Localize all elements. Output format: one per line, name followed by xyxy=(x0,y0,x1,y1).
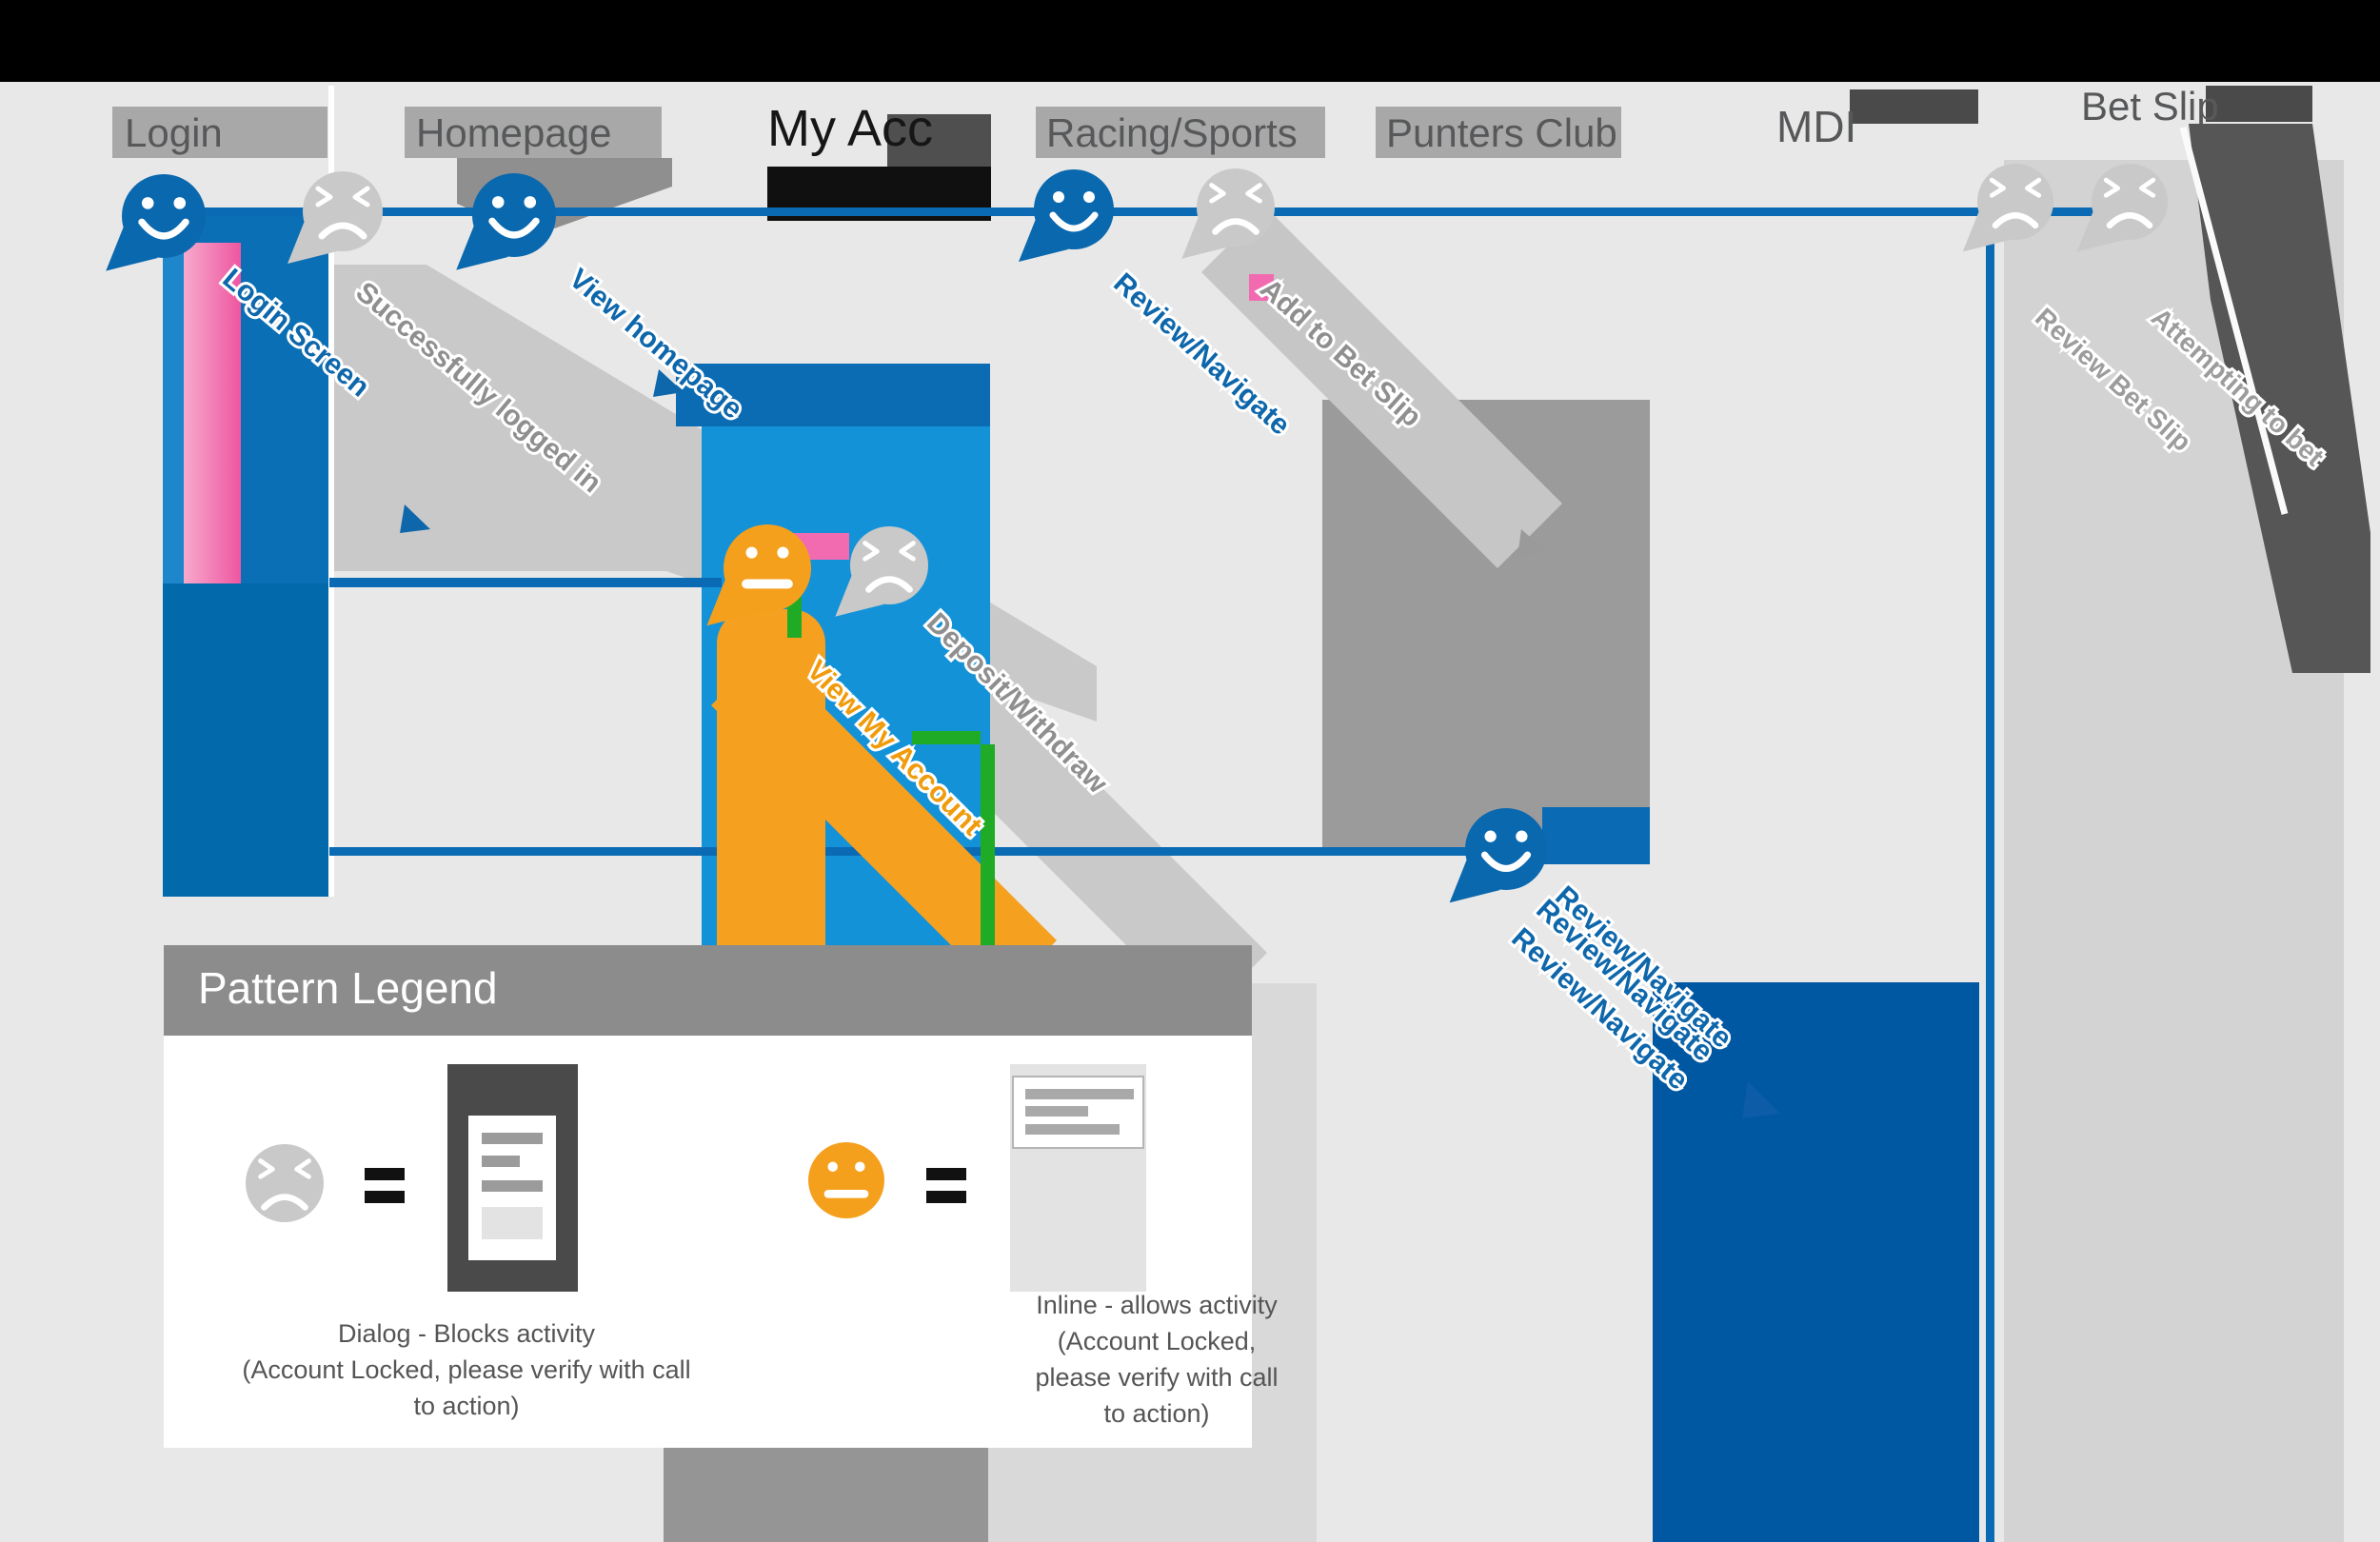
bet-slip-header-dark-box xyxy=(2206,86,2312,122)
pink-accent-racing xyxy=(1249,274,1274,301)
arrow-punters-flow xyxy=(1742,1081,1780,1118)
my-acc-header-dark-box xyxy=(887,114,991,172)
dialog-card xyxy=(468,1116,556,1260)
column-header-racing-sports: Racing/Sports xyxy=(1046,110,1298,155)
inline-banner-card xyxy=(1012,1076,1144,1149)
homepage-header-box xyxy=(405,107,662,158)
column-header-login: Login xyxy=(125,110,223,155)
faces-layer xyxy=(106,164,2168,903)
add-to-bet-slip-ribbon xyxy=(1201,208,1562,568)
homepage-happy-face xyxy=(456,173,556,270)
column-header-homepage: Homepage xyxy=(416,110,612,155)
dialog-button-block xyxy=(482,1207,543,1239)
racing-header-box xyxy=(1036,107,1325,158)
login-column-separator xyxy=(328,86,334,897)
view-my-account-ribbon xyxy=(711,650,1057,996)
banner-text-line xyxy=(1025,1106,1088,1117)
inline-phone-mockup xyxy=(1010,1064,1146,1292)
green-accent-2 xyxy=(912,731,981,744)
mdi-header-dark-box xyxy=(1850,89,1978,124)
arrow-login-screen xyxy=(400,504,430,533)
bottom-right-flow-rect xyxy=(1653,982,1979,1542)
punters-happy-face xyxy=(1449,808,1547,903)
banner-text-line xyxy=(1025,1124,1120,1135)
punters-header-box xyxy=(1376,107,1621,158)
pattern-legend-panel: Pattern Legend Dialog - Blocks activity … xyxy=(164,945,1279,1448)
column-header-mdi: MDI xyxy=(1776,102,1857,151)
arrow-view-homepage xyxy=(653,369,684,397)
flow-line-login-to-myacc xyxy=(329,578,722,587)
banner-text-line xyxy=(1025,1089,1134,1099)
column-header-punters-club: Punters Club xyxy=(1386,110,1617,155)
login-happy-face xyxy=(106,174,206,271)
flow-line-top xyxy=(163,208,2095,216)
dialog-caption: Dialog - Blocks activity (Account Locked… xyxy=(242,1319,691,1420)
pattern-legend-header xyxy=(164,945,1252,1036)
racing-happy-face xyxy=(1019,169,1114,262)
bet-slip-wedge-highlight xyxy=(2179,127,2289,515)
dialog-text-line xyxy=(482,1180,543,1192)
dialog-text-line xyxy=(482,1156,520,1167)
myacc-neutral-face xyxy=(706,524,811,626)
column-header-my-acc: My Acc xyxy=(767,100,934,157)
equals-sign-dialog xyxy=(365,1191,405,1203)
equals-sign-dialog xyxy=(365,1168,405,1180)
punters-flow-block xyxy=(1542,807,1650,864)
flow-line-right-vertical xyxy=(1986,208,1994,1542)
arrow-add-to-bet-slip xyxy=(1517,529,1547,557)
green-accent-3 xyxy=(981,744,995,983)
login-flow-band-highlight xyxy=(163,211,184,583)
betslip-sad-face-1 xyxy=(1962,164,2053,252)
green-accent-1 xyxy=(787,596,802,638)
login-pink-bar xyxy=(184,243,241,583)
dialog-text-line xyxy=(482,1133,543,1144)
top-bar xyxy=(0,0,2380,82)
login-flow-band-lower xyxy=(163,583,329,897)
myacc-sad-face xyxy=(835,526,928,617)
equals-sign-inline xyxy=(926,1191,966,1203)
bet-slip-dark-wedge xyxy=(2189,124,2370,673)
login-sad-face xyxy=(288,171,383,264)
inline-caption: Inline - allows activity (Account Locked… xyxy=(1035,1291,1279,1428)
racing-sad-face xyxy=(1181,168,1275,259)
dialog-phone-mockup xyxy=(447,1064,578,1292)
equals-sign-inline xyxy=(926,1168,966,1180)
column-header-bet-slip: Bet Slip xyxy=(2081,84,2219,128)
my-acc-dark-blue-band xyxy=(676,364,990,426)
login-header-box xyxy=(112,107,327,158)
betslip-sad-face-2 xyxy=(2076,164,2168,252)
pattern-legend-title: Pattern Legend xyxy=(198,963,498,1013)
